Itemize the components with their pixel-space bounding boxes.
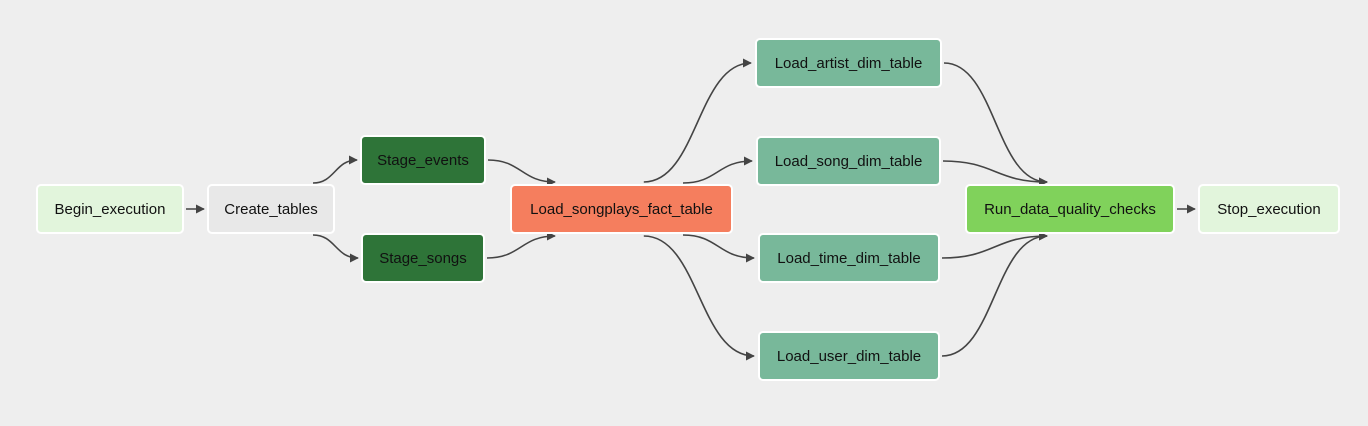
edge-song-to-quality — [942, 160, 1048, 187]
task-node-stop-execution[interactable]: Stop_execution — [1198, 184, 1340, 234]
task-label: Stop_execution — [1217, 200, 1321, 218]
edge-user-to-quality — [941, 231, 1048, 357]
edge-stage_events-to-songplays — [487, 159, 556, 187]
edge-create-to-stage_events — [312, 155, 358, 184]
task-node-begin-execution[interactable]: Begin_execution — [36, 184, 184, 234]
task-label: Stage_songs — [379, 249, 467, 267]
task-node-load-song-dim-table[interactable]: Load_song_dim_table — [756, 136, 941, 186]
task-label: Load_songplays_fact_table — [530, 200, 713, 218]
task-node-load-user-dim-table[interactable]: Load_user_dim_table — [758, 331, 940, 381]
edge-songplays-to-song — [682, 156, 753, 184]
task-label: Run_data_quality_checks — [984, 200, 1156, 218]
task-node-stage-events[interactable]: Stage_events — [360, 135, 486, 185]
task-node-load-artist-dim-table[interactable]: Load_artist_dim_table — [755, 38, 942, 88]
task-label: Stage_events — [377, 151, 469, 169]
task-label: Load_time_dim_table — [777, 249, 921, 267]
task-label: Load_song_dim_table — [774, 152, 923, 170]
task-node-load-time-dim-table[interactable]: Load_time_dim_table — [758, 233, 940, 283]
task-node-run-data-quality-checks[interactable]: Run_data_quality_checks — [965, 184, 1175, 234]
edge-create-to-stage_songs — [312, 234, 359, 263]
edge-songplays-to-time — [682, 234, 755, 263]
task-node-create-tables[interactable]: Create_tables — [207, 184, 335, 234]
task-label: Load_user_dim_table — [776, 347, 922, 365]
edge-time-to-quality — [941, 231, 1048, 259]
task-label: Load_artist_dim_table — [774, 54, 923, 72]
task-node-load-songplays-fact-table[interactable]: Load_songplays_fact_table — [510, 184, 733, 234]
task-label: Create_tables — [224, 200, 318, 218]
task-node-stage-songs[interactable]: Stage_songs — [361, 233, 485, 283]
task-label: Begin_execution — [54, 200, 166, 218]
edge-songplays-to-artist — [643, 58, 752, 183]
edge-songplays-to-user — [643, 235, 755, 361]
edge-artist-to-quality — [943, 62, 1048, 187]
edge-stage_songs-to-songplays — [486, 231, 556, 259]
